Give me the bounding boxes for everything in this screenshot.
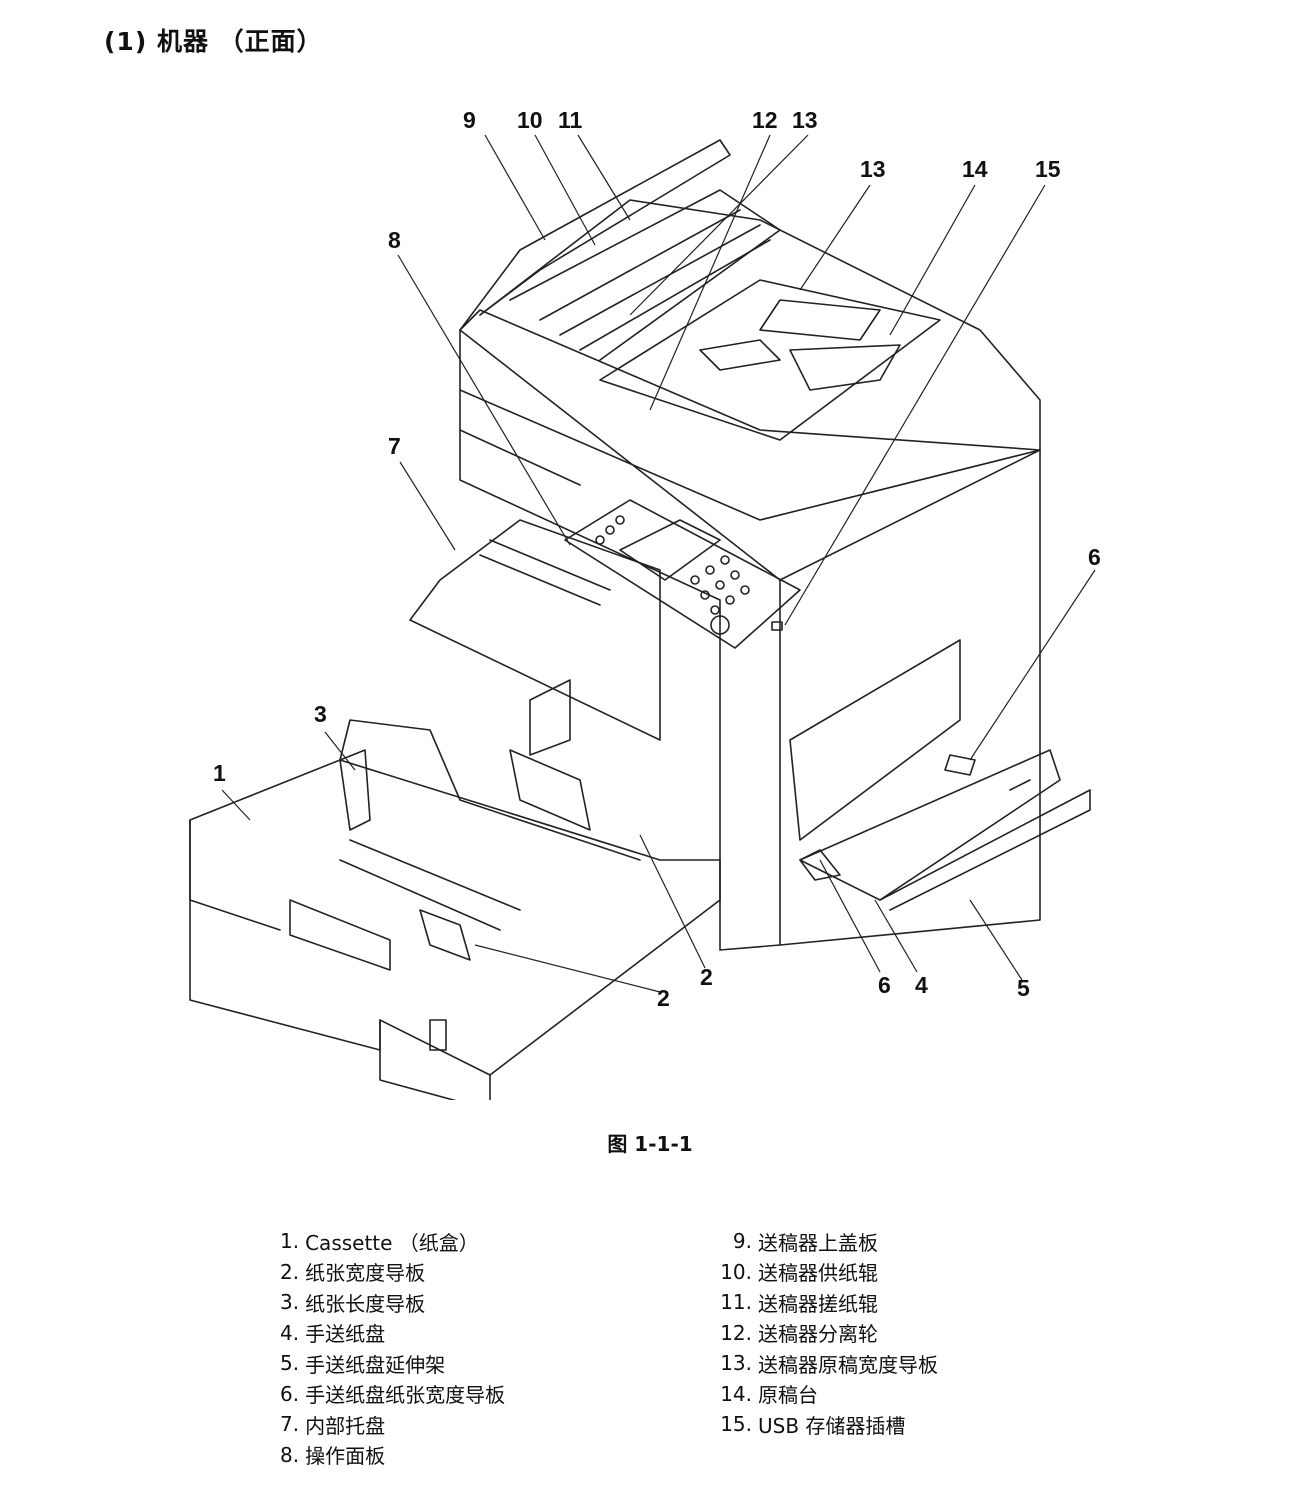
legend-item: 13.送稿器原稿宽度导板 <box>720 1351 938 1377</box>
usb-slot <box>771 621 783 631</box>
callout-8: 8 <box>388 227 401 253</box>
legend-item: 4.手送纸盘 <box>280 1320 386 1347</box>
bypass-tray <box>799 749 1061 901</box>
inner-tray <box>409 519 661 741</box>
parts-legend-left: 1.Cassette （纸盒） 2.纸张宽度导板 3.纸张长度导板 4.手送纸盘… <box>280 1226 660 1470</box>
callout-1: 1 <box>213 760 226 786</box>
legend-item: 12.送稿器分离轮 <box>720 1320 878 1347</box>
callout-12: 12 <box>752 107 778 133</box>
cassette <box>189 759 721 1076</box>
paper-length-guide <box>339 749 371 831</box>
legend-item: 14.原稿台 <box>720 1381 818 1408</box>
legend-item: 11.送稿器搓纸辊 <box>720 1290 878 1316</box>
machine-front-figure: 9 10 11 12 13 13 14 15 8 7 6 3 1 2 2 6 4… <box>160 100 1120 1100</box>
callout-11: 11 <box>558 107 583 133</box>
legend-item: 3.纸张长度导板 <box>280 1290 426 1316</box>
legend-item: 15.USB 存储器插槽 <box>720 1412 906 1438</box>
paper-width-guide <box>509 749 591 831</box>
body-front-panel <box>459 329 781 951</box>
callout-14: 14 <box>962 156 988 182</box>
control-panel <box>564 499 801 649</box>
callout-15: 15 <box>1035 156 1061 182</box>
callout-2-a: 2 <box>700 964 713 990</box>
legend-item: 6.手送纸盘纸张宽度导板 <box>280 1381 506 1408</box>
callout-7: 7 <box>388 433 401 459</box>
legend-item: 7.内部托盘 <box>280 1412 386 1438</box>
callout-5: 5 <box>1017 975 1030 1001</box>
callout-13-a: 13 <box>792 107 818 133</box>
feeder-lid <box>459 139 731 331</box>
callout-9: 9 <box>463 107 476 133</box>
control-panel-display <box>619 519 721 581</box>
bypass-opening <box>789 639 961 841</box>
legend-item: 1.Cassette （纸盒） <box>280 1229 479 1255</box>
document-tray <box>599 279 941 441</box>
bypass-width-guide <box>944 754 976 776</box>
callout-6-top: 6 <box>1088 544 1101 570</box>
callout-2-b: 2 <box>657 985 670 1011</box>
legend-item: 5.手送纸盘延伸架 <box>280 1351 446 1377</box>
parts-legend-right: 9.送稿器上盖板 10.送稿器供纸辊 11.送稿器搓纸辊 12.送稿器分离轮 1… <box>708 1226 1128 1440</box>
body-right-side <box>779 449 1041 946</box>
legend-item: 2.纸张宽度导板 <box>280 1259 426 1286</box>
cassette-handle <box>289 899 391 971</box>
callout-4: 4 <box>915 972 928 998</box>
legend-item: 10.送稿器供纸辊 <box>720 1259 878 1286</box>
figure-caption: 图 1-1-1 <box>607 1132 693 1156</box>
legend-item: 8.操作面板 <box>280 1442 386 1469</box>
bypass-extension <box>879 789 1091 911</box>
printer-line-drawing: 9 10 11 12 13 13 14 15 8 7 6 3 1 2 2 6 4… <box>189 107 1101 1100</box>
callout-10: 10 <box>517 107 543 133</box>
callout-13-b: 13 <box>860 156 886 182</box>
legend-item: 9.送稿器上盖板 <box>732 1229 878 1255</box>
section-title: (1) 机器 （正面） <box>104 27 323 56</box>
callout-3: 3 <box>314 701 327 727</box>
callout-6-bottom: 6 <box>878 972 891 998</box>
